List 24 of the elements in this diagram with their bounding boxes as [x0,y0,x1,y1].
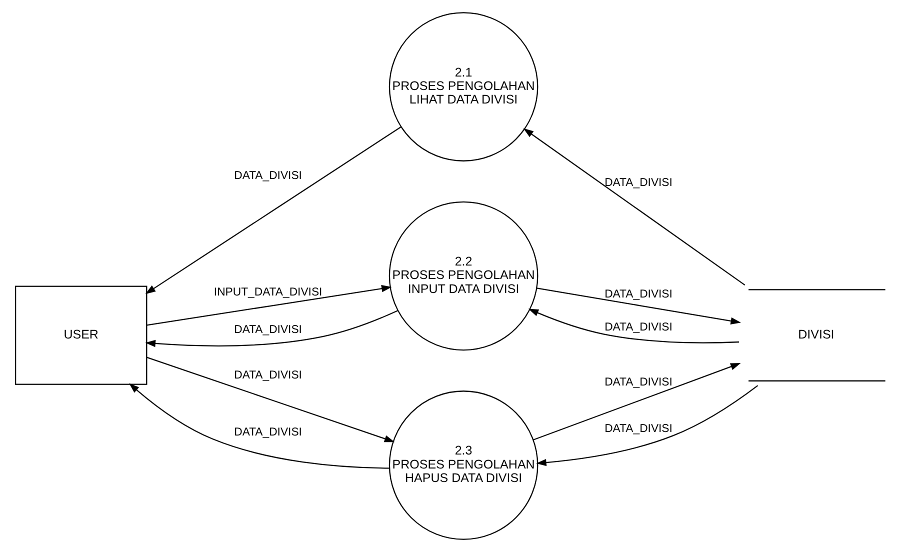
arrow [522,128,745,286]
node-text: DIVISI [798,327,834,342]
node-box: USER [14,286,147,385]
edge-label: DATA_DIVISI [234,370,302,382]
arrow [536,385,758,466]
edge-label: DATA_DIVISI [604,176,672,189]
arrow [532,363,740,440]
arrow [146,356,394,442]
arrow [144,126,401,294]
edge-label: DATA_DIVISI [604,423,672,436]
edge-label: INPUT_DATA_DIVISI [213,286,322,298]
arrow [146,285,392,326]
edge-label: DATA_DIVISI [234,324,302,336]
node-circle: 2.3 PROSES PENGOLAHAN HAPUS DATA DIVISI [388,390,538,540]
arrow [144,310,398,348]
arrow [128,383,389,469]
edge-label: DATA_DIVISI [234,426,302,439]
arrow [536,288,741,324]
arrow [528,308,739,344]
node-circle: 2.1 PROSES PENGOLAHAN LIHAT DATA DIVISI [388,12,538,162]
edge-label: DATA_DIVISI [604,322,672,334]
edge-label: DATA_DIVISI [604,288,672,301]
edge-label: DATA_DIVISI [604,376,672,388]
edge-label: DATA_DIVISI [234,170,302,182]
